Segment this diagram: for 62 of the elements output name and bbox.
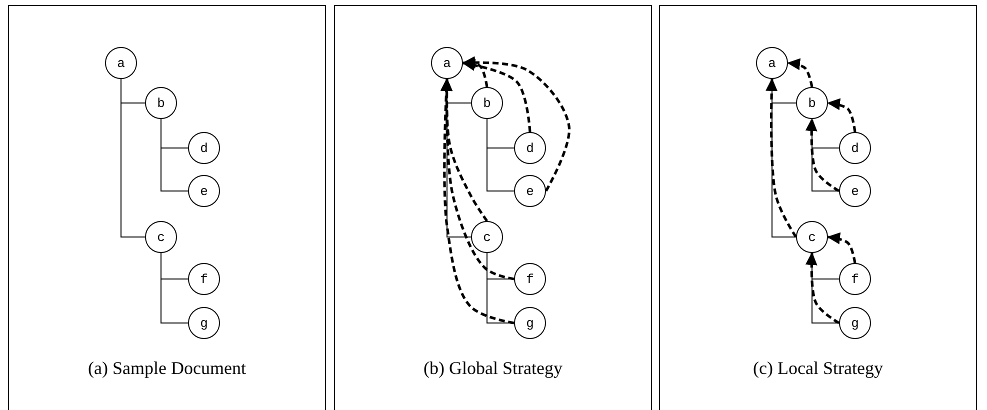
dashed-arrow bbox=[827, 98, 856, 132]
dashed-arrow bbox=[462, 56, 488, 88]
tree-node bbox=[514, 175, 546, 207]
dashed-arrow bbox=[805, 252, 840, 324]
node-label: f bbox=[200, 272, 208, 286]
panel-caption: (c) Local Strategy bbox=[752, 358, 884, 379]
tree-node bbox=[188, 132, 220, 164]
tree-node bbox=[514, 132, 546, 164]
node-label: g bbox=[851, 316, 859, 330]
node-label: a bbox=[768, 56, 776, 70]
node-label: g bbox=[200, 316, 208, 330]
tree-node bbox=[839, 175, 871, 207]
tree-link bbox=[486, 118, 514, 192]
panel-frame bbox=[334, 5, 652, 410]
tree-link bbox=[160, 118, 188, 192]
dashed-arrow bbox=[462, 59, 532, 132]
tree-node bbox=[188, 263, 220, 295]
node-label: g bbox=[526, 316, 534, 330]
node-label: e bbox=[200, 184, 208, 198]
tree-node bbox=[471, 87, 503, 119]
node-label: b bbox=[808, 96, 816, 110]
tree-node bbox=[471, 221, 503, 253]
tree-node bbox=[514, 307, 546, 339]
dashed-arrow bbox=[766, 78, 798, 238]
panel-caption: (a) Sample Document bbox=[87, 358, 247, 379]
tree-node bbox=[145, 221, 177, 253]
tree-node bbox=[756, 47, 788, 79]
tree-node bbox=[839, 307, 871, 339]
node-label: d bbox=[200, 142, 208, 154]
tree-node bbox=[431, 47, 463, 79]
tree-node bbox=[796, 221, 828, 253]
tree-node bbox=[839, 132, 871, 164]
panel-caption: (b) Global Strategy bbox=[422, 358, 564, 379]
dashed-arrow bbox=[787, 58, 814, 88]
node-label: e bbox=[526, 184, 534, 198]
node-label: d bbox=[526, 142, 534, 154]
node-label: a bbox=[117, 56, 125, 70]
tree-node bbox=[145, 87, 177, 119]
node-label: c bbox=[808, 230, 816, 244]
tree-link bbox=[160, 252, 188, 324]
tree-node bbox=[839, 263, 871, 295]
tree-node bbox=[188, 307, 220, 339]
node-label: d bbox=[851, 142, 859, 154]
node-label: e bbox=[851, 184, 859, 198]
tree-node bbox=[514, 263, 546, 295]
tree-node bbox=[105, 47, 137, 79]
tree-node bbox=[188, 175, 220, 207]
node-label: c bbox=[157, 230, 165, 244]
panel-frame bbox=[8, 5, 326, 410]
dashed-arrow bbox=[827, 232, 856, 264]
dashed-arrow bbox=[805, 118, 840, 192]
panel-frame bbox=[659, 5, 977, 410]
tree-node bbox=[796, 87, 828, 119]
node-label: a bbox=[443, 56, 451, 70]
tree-link bbox=[120, 78, 146, 238]
node-label: f bbox=[851, 272, 859, 286]
node-label: c bbox=[483, 230, 491, 244]
node-label: b bbox=[157, 96, 165, 110]
dashed-arrow bbox=[462, 56, 570, 192]
dashed-arrow bbox=[440, 78, 514, 324]
node-label: b bbox=[483, 96, 491, 110]
node-label: f bbox=[526, 272, 534, 286]
